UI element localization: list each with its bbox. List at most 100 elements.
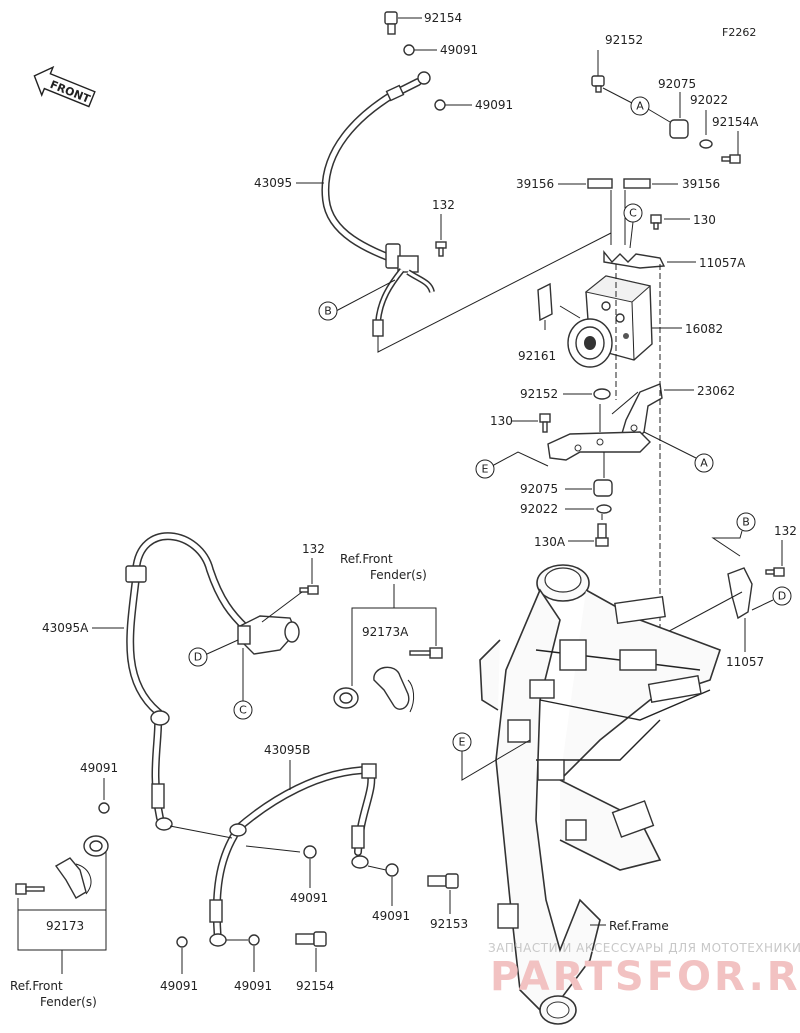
- brake-hose-43095B: [209, 763, 377, 947]
- label-92152-top: 92152: [605, 33, 643, 47]
- washer-49091-c: [303, 845, 317, 859]
- bolt-130-top: [650, 214, 662, 230]
- bolt-130A: [595, 523, 609, 547]
- sensor-92161: [537, 282, 553, 322]
- label-92154-bottom: 92154: [296, 979, 334, 993]
- tape-39156-left: [587, 178, 613, 189]
- label-92161: 92161: [518, 349, 556, 363]
- washer-92022-top: [699, 139, 713, 149]
- label-23062: 23062: [697, 384, 735, 398]
- label-11057: 11057: [726, 655, 764, 669]
- tape-39156-right: [623, 178, 651, 189]
- svg-text:A: A: [636, 100, 644, 113]
- svg-text:C: C: [239, 704, 247, 717]
- label-92075-mid: 92075: [520, 482, 558, 496]
- brake-hose-43095A: [125, 532, 300, 831]
- callout-d-2: D: [188, 647, 208, 667]
- label-ref-fender-bot-1: Ref.Front: [10, 979, 63, 993]
- abs-bracket-plate: [547, 431, 651, 461]
- callout-a-2: A: [694, 453, 714, 473]
- label-11057A: 11057A: [699, 256, 746, 270]
- bolt-132-top: [435, 241, 447, 257]
- label-92075-top: 92075: [658, 77, 696, 91]
- svg-text:B: B: [742, 516, 750, 529]
- label-132-right: 132: [774, 524, 797, 538]
- washer-49091-b: [434, 99, 446, 111]
- banjo-bolt-92154-top: [384, 11, 398, 35]
- callout-c-2: C: [233, 700, 253, 720]
- label-ref-frame: Ref.Frame: [609, 919, 669, 933]
- washer-92022-mid: [596, 504, 612, 514]
- motorcycle-frame: [479, 564, 722, 1025]
- label-49091-c: 49091: [290, 891, 328, 905]
- clip-92173A: [373, 666, 415, 713]
- label-16082: 16082: [685, 322, 723, 336]
- diagram-code: F2262: [722, 26, 756, 39]
- label-43095A: 43095A: [42, 621, 89, 635]
- label-130-top: 130: [693, 213, 716, 227]
- callout-e-1: E: [475, 459, 495, 479]
- washer-49091-a: [403, 44, 415, 56]
- label-130-mid: 130: [490, 414, 513, 428]
- label-130A: 130A: [534, 535, 566, 549]
- bolt-92173A: [409, 647, 443, 659]
- brake-hose-43095: [321, 71, 435, 337]
- label-49091-f: 49091: [234, 979, 272, 993]
- bolt-130-mid: [539, 413, 551, 433]
- banjo-bolt-92154-bottom: [295, 931, 327, 947]
- callout-a-1: A: [630, 96, 650, 116]
- washer-49091-left: [98, 802, 110, 814]
- clip-92173: [54, 857, 92, 899]
- label-43095: 43095: [254, 176, 292, 190]
- front-arrow-badge: FRONT: [33, 65, 96, 108]
- label-92022-mid: 92022: [520, 502, 558, 516]
- banjo-bolt-92153: [427, 873, 459, 889]
- label-39156-left: 39156: [516, 177, 554, 191]
- label-132-top: 132: [432, 198, 455, 212]
- bolt-92173: [15, 883, 45, 895]
- svg-text:D: D: [194, 651, 202, 664]
- grommet-92173: [83, 835, 109, 857]
- label-ref-fender-bot-2: Fender(s): [40, 995, 97, 1009]
- label-92154-top: 92154: [424, 11, 462, 25]
- grommet-92173A: [333, 687, 359, 709]
- label-49091-a: 49091: [440, 43, 478, 57]
- clamp-11057A: [603, 250, 666, 269]
- label-49091-left: 49091: [80, 761, 118, 775]
- label-92022-top: 92022: [690, 93, 728, 107]
- svg-text:E: E: [459, 736, 466, 749]
- label-132-mid: 132: [302, 542, 325, 556]
- label-ref-fender-top-1: Ref.Front: [340, 552, 393, 566]
- bolt-132-mid: [299, 585, 319, 595]
- label-92153: 92153: [430, 917, 468, 931]
- label-92173: 92173: [46, 919, 84, 933]
- label-49091-b: 49091: [475, 98, 513, 112]
- bolt-132-right: [765, 567, 785, 577]
- label-ref-fender-top-2: Fender(s): [370, 568, 427, 582]
- washer-49091-e: [176, 936, 188, 948]
- svg-text:C: C: [629, 207, 637, 220]
- label-92152-mid: 92152: [520, 387, 558, 401]
- label-49091-d: 49091: [372, 909, 410, 923]
- watermark-logo: PARTSFOR.RU: [490, 954, 800, 1000]
- grommet-92075-top: [669, 119, 689, 139]
- grommet-92075-mid: [593, 479, 613, 497]
- svg-text:B: B: [324, 305, 332, 318]
- label-49091-e: 49091: [160, 979, 198, 993]
- callout-d-1: D: [772, 586, 792, 606]
- washer-49091-d: [385, 863, 399, 877]
- label-39156-right: 39156: [682, 177, 720, 191]
- svg-text:A: A: [700, 457, 708, 470]
- label-92173A: 92173A: [362, 625, 409, 639]
- collar-92152-mid: [593, 388, 611, 400]
- washer-49091-f: [248, 934, 260, 946]
- watermark-line1: ЗАПЧАСТИ И АКСЕССУАРЫ ДЛЯ МОТОТЕХНИКИ: [488, 941, 800, 955]
- callout-b-2: B: [736, 512, 756, 532]
- callout-e-2: E: [452, 732, 472, 752]
- svg-text:E: E: [482, 463, 489, 476]
- abs-unit-16082: [567, 275, 653, 368]
- svg-text:D: D: [778, 590, 786, 603]
- callout-b-1: B: [318, 301, 338, 321]
